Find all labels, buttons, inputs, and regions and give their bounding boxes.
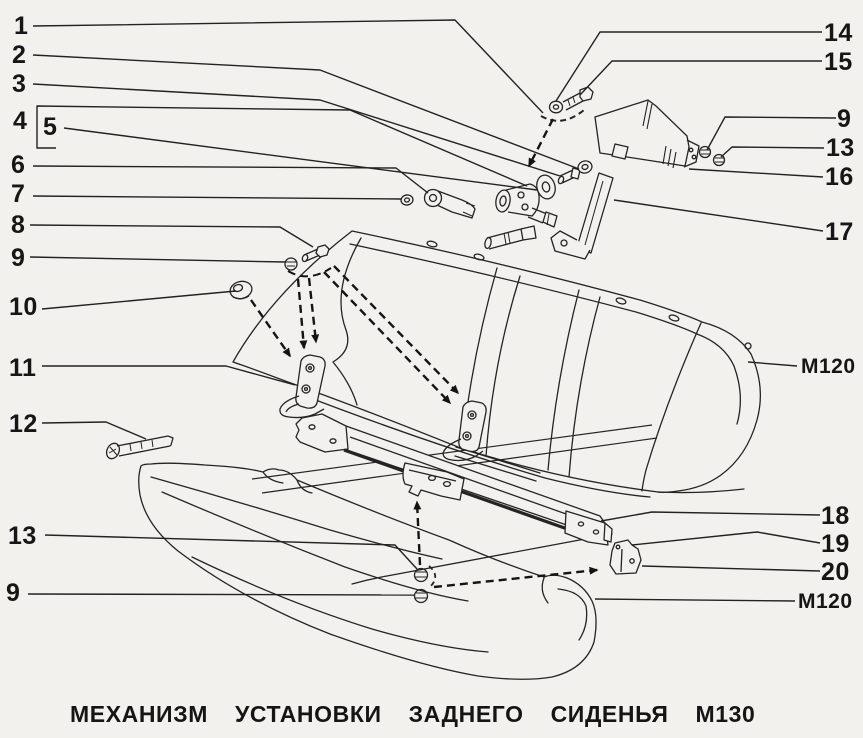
callout-3: 3: [12, 70, 27, 98]
assembly-arrows: [250, 118, 599, 589]
seat-cushion-drawing: [138, 462, 602, 680]
callout-9-right: 9: [837, 105, 852, 133]
end-bracket-drawing: [609, 539, 642, 575]
callout-18: 18: [821, 502, 850, 530]
callout-5: 5: [43, 113, 58, 141]
callout-14: 14: [824, 19, 853, 47]
arm-washer-drawing: [400, 188, 476, 219]
long-bolt-drawing: [105, 435, 174, 460]
callout-8: 8: [11, 211, 26, 239]
floor-lines: [251, 424, 658, 494]
callout-6: 6: [11, 151, 26, 179]
callout-17: 17: [825, 218, 854, 246]
callout-4: 4: [13, 107, 28, 135]
callout-13-left: 13: [8, 522, 37, 550]
callout-7: 7: [11, 180, 26, 208]
callout-12: 12: [9, 410, 38, 438]
callout-1: 1: [14, 12, 29, 40]
diagram-caption: МЕХАНИЗМ УСТАНОВКИ ЗАДНЕГО СИДЕНЬЯ М130: [70, 701, 756, 727]
latch-cluster-drawing: [484, 160, 593, 250]
cover-bracket-drawing: [594, 99, 726, 169]
callout-16: 16: [825, 163, 854, 191]
lever-drawing: [550, 172, 614, 260]
callout-19: 19: [821, 530, 850, 558]
callout-11: 11: [9, 354, 37, 382]
callout-2: 2: [12, 41, 27, 69]
hinge-left-drawing: [279, 354, 326, 419]
callout-9-upper-left: 9: [11, 244, 26, 272]
callout-10: 10: [9, 293, 38, 321]
hinge-center-drawing: [442, 400, 487, 462]
leader-lines: [27, 19, 837, 602]
callout-m120-lower: М120: [798, 590, 853, 613]
callout-13-right: 13: [826, 134, 855, 162]
callout-20: 20: [821, 558, 850, 586]
bottom-nuts-drawing: [413, 565, 437, 604]
stud-and-nut-drawing: [284, 244, 330, 271]
callout-m120-upper: М120: [801, 355, 856, 378]
grommet-drawing: [229, 280, 253, 300]
callout-9-lower-left: 9: [6, 579, 21, 607]
top-bolt-washer-drawing: [540, 86, 594, 122]
crossbar-drawing: [295, 413, 613, 546]
callout-15: 15: [824, 48, 853, 76]
